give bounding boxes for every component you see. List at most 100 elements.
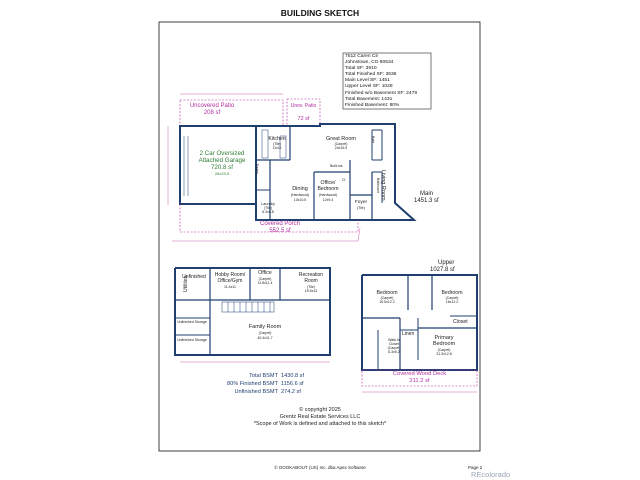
primary-bedroom-dims: 21.3x12.8 — [436, 352, 452, 356]
unov-patio-label: Unov. Patio — [290, 103, 317, 109]
basement-total-label: Unfinished BSMT — [234, 389, 278, 395]
garage-label-line2: Attached Garage — [198, 157, 246, 164]
walk-in-closet-floor: (Carpet) — [387, 346, 401, 350]
hobby-room-line1: Hobby Room/ — [214, 272, 246, 278]
office-bedroom-line2: Bedroom — [317, 186, 339, 192]
garage-dims: 26x23.5 — [214, 171, 230, 176]
family-room-floor: (Carpet) — [258, 331, 272, 335]
uncovered-patio-area: 208 sf — [203, 110, 221, 116]
copyright-line: © copyright 2025 — [299, 407, 341, 413]
covered-porch-area: 552.5 sf — [269, 228, 291, 234]
primary-bedroom-line1: Primary — [434, 335, 454, 341]
property-info-line: Total Basement: 1431 — [345, 96, 393, 102]
page-title: BUILDING SKETCH — [280, 8, 360, 18]
recreation-room-line1: Recreation — [298, 272, 324, 278]
kitchen-label: Kitchen — [268, 136, 286, 142]
covered-wood-deck-area: 211.2 sf — [409, 378, 430, 384]
covered-wood-deck-label: Covered Wood Deck — [392, 371, 447, 377]
basement-total-value: 1156.6 sf — [281, 381, 304, 387]
property-info-line: Total Finished SF: 3636 — [345, 72, 397, 78]
scope-note: *Scope of Work is defined and attached t… — [253, 421, 387, 427]
unov-patio-area: 72 sf — [297, 116, 310, 122]
office-bedroom-dims: 12x9.4 — [322, 198, 334, 202]
walk-in-closet-line2: Closet — [389, 342, 399, 346]
closet-label: Cl — [342, 178, 346, 182]
watermark: REcolorado — [471, 470, 511, 479]
great-room-dims: 24x16.5 — [334, 146, 348, 150]
hobby-room-dims: 11.4x11 — [224, 285, 236, 289]
unfinished-label: Unfinished — [182, 274, 206, 280]
recreation-room-floor: (Tile) — [307, 285, 315, 289]
family-room-label: Family Room — [248, 324, 282, 330]
dining-dims: 13x10.5 — [293, 198, 307, 202]
unov-patio-outline — [286, 98, 321, 127]
basement-total-label: 80% Finished BSMT — [227, 381, 278, 387]
great-room-label: Great Room — [326, 136, 356, 142]
property-info-line: Main Level SF: 1451 — [345, 78, 390, 84]
utilities-label: Utilities — [183, 275, 189, 292]
living-room-label: Living Room — [380, 170, 386, 201]
basement-total-label: Total BSMT — [249, 373, 278, 379]
kitchen-dims: 11x11 — [272, 146, 282, 150]
built-ins-label: Built-ins — [330, 164, 343, 168]
bedroom-1-floor: (Carpet) — [380, 296, 394, 300]
upper-level-label: Upper — [438, 260, 455, 266]
basement-office-floor: (Carpet) — [258, 277, 272, 281]
dining-label: Dining — [292, 186, 308, 192]
main-level-label: Main — [420, 191, 434, 197]
main-level-area: 1451.3 sf — [414, 198, 439, 204]
laundry-floor: (Tile) — [264, 206, 272, 210]
sketch-frame — [158, 21, 481, 452]
recreation-room-dims: 15.5x13 — [304, 289, 318, 293]
bath-label: Bath — [371, 136, 375, 144]
basement-stairs — [221, 301, 275, 313]
bedroom-2-label: Bedroom — [441, 290, 463, 296]
property-info-line: Finished Basement: 80% — [345, 102, 400, 108]
covered-wood-deck-outline — [361, 369, 478, 387]
unfinished-storage-1: Unfinished Storage — [177, 320, 207, 324]
garage-label-line1: 2 Car Oversized — [199, 150, 245, 157]
closet-upper-label: Closet — [453, 319, 468, 325]
hobby-room-line2: Office/Gym — [217, 278, 243, 284]
laundry-dims: 6.3x5.8 — [262, 210, 274, 214]
basement-outline — [174, 267, 331, 356]
software-credit: © GOOKABOUT (US) Inc. dba Apex Software — [274, 465, 366, 470]
unfinished-storage-2: Unfinished Storage — [177, 338, 207, 342]
property-info-line: 7512 Caren Cir — [345, 54, 379, 59]
basement-total-value: 1430.8 sf — [281, 373, 305, 379]
dining-floor: (Hardwood) — [290, 193, 310, 197]
kitchen-floor: (Tile) — [273, 142, 281, 146]
laundry-label: Laundry — [261, 202, 275, 206]
basement-office-dims: 11.8x11.4 — [257, 281, 273, 285]
company-name: Grentz Real Estate Services LLC — [279, 414, 361, 420]
walk-in-closet-line1: Walk-In — [388, 338, 400, 342]
office-bedroom-floor: (Hardwood) — [318, 193, 338, 197]
recreation-room-line2: Room — [304, 278, 318, 284]
basement-total-value: 274.2 sf — [281, 389, 301, 395]
great-room-floor: (Carpet) — [334, 142, 348, 146]
property-info-line: Upper Level SF: 1028 — [345, 84, 393, 90]
property-info-line: Total SF: 3910 — [345, 66, 377, 72]
garage-area: 720.8 sf — [210, 164, 234, 171]
upper-level-area: 1027.8 sf — [430, 267, 455, 273]
info-box — [342, 52, 432, 110]
primary-bedroom-line2: Bedroom — [432, 341, 456, 347]
pantry-label: Pantry — [255, 164, 259, 175]
family-room-dims: 40.4x11.7 — [257, 336, 273, 340]
property-info-line: Johnstown, CO 80534 — [345, 60, 394, 66]
office-bedroom-line1: Office/ — [320, 180, 336, 186]
covered-porch-label: Covered Porch — [259, 221, 301, 227]
upper-level-outline — [361, 274, 478, 371]
covered-porch-outline — [179, 204, 359, 233]
basement-office-label: Office — [258, 270, 272, 276]
uncovered-patio-label: Uncovered Patio — [189, 103, 235, 109]
foyer-floor: (Tile) — [357, 206, 365, 210]
bedroom-2-floor: (Carpet) — [445, 296, 459, 300]
